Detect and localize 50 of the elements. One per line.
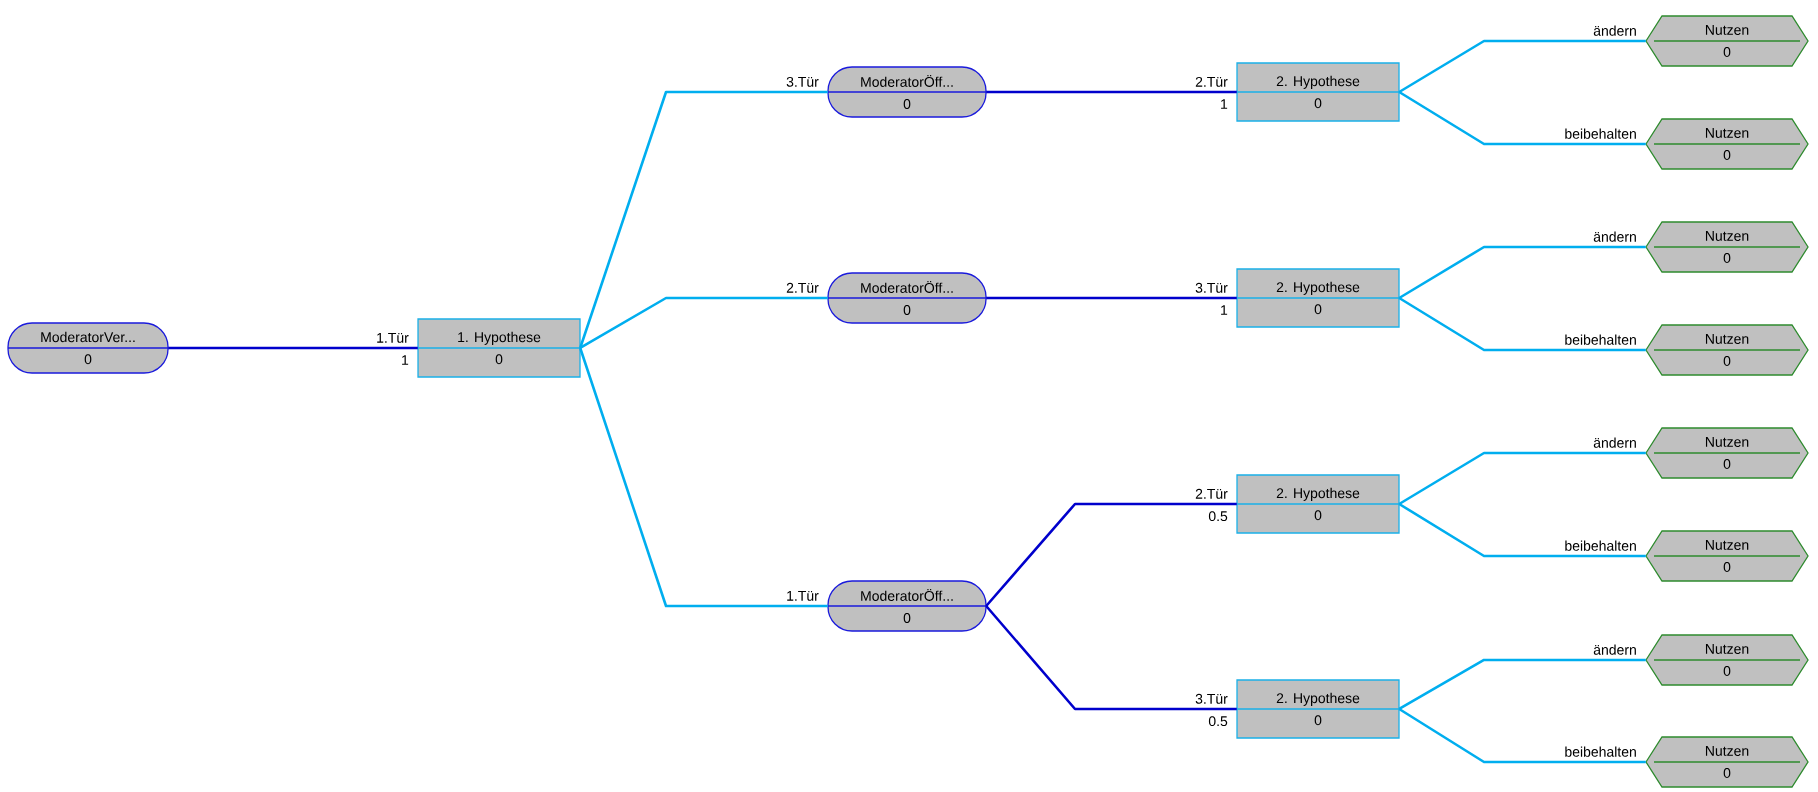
probability-label: 1 [400, 354, 410, 366]
edge-label: ändern [1592, 24, 1638, 37]
branch-line [985, 605, 1237, 711]
branch-line [1398, 658, 1646, 711]
edge-label: 2.Tür [1194, 487, 1229, 500]
branch-line [1398, 90, 1646, 146]
decision-box: 2. Hypothese 0 [1236, 679, 1400, 739]
probability-label: 0.5 [1207, 715, 1229, 728]
utility-hexagon: Nutzen 0 [1645, 15, 1809, 67]
probability-label: 0.5 [1207, 510, 1229, 523]
edge-label: beibehalten [1563, 127, 1638, 140]
branch-line [1398, 245, 1646, 300]
branch-line [578, 90, 828, 349]
edge-label: 3.Tür [1194, 692, 1229, 705]
edge-label: 3.Tür [1194, 281, 1229, 294]
edge-label: 2.Tür [1194, 75, 1229, 88]
utility-hexagon: Nutzen 0 [1645, 221, 1809, 273]
branch-line [1398, 451, 1646, 506]
probability-label: 1 [1219, 98, 1229, 110]
decision-box: 2. Hypothese 0 [1236, 474, 1400, 534]
edge-label: 2.Tür [785, 281, 820, 294]
edge-label: 1.Tür [375, 332, 410, 344]
branch-line [1398, 707, 1646, 764]
edge-label: ändern [1592, 436, 1638, 449]
utility-hexagon: Nutzen 0 [1645, 427, 1809, 479]
utility-hexagon: Nutzen 0 [1645, 736, 1809, 788]
utility-hexagon: Nutzen 0 [1645, 324, 1809, 376]
edge-label: beibehalten [1563, 333, 1638, 346]
branch-line [1398, 502, 1646, 558]
decision-box: 2. Hypothese 0 [1236, 268, 1400, 328]
utility-hexagon: Nutzen 0 [1645, 634, 1809, 686]
branch-line [985, 502, 1237, 607]
edge-label: beibehalten [1563, 745, 1638, 758]
edge-label: ändern [1592, 643, 1638, 656]
branch-line [578, 347, 828, 608]
decision-box: 1. Hypothese 0 [417, 318, 581, 378]
branch-line [1398, 39, 1646, 94]
edge-label: 1.Tür [785, 590, 820, 602]
branch-line [986, 296, 1237, 300]
branch-line [579, 296, 828, 350]
decision-box: 2. Hypothese 0 [1236, 62, 1400, 122]
edge-label: ändern [1592, 230, 1638, 243]
utility-hexagon: Nutzen 0 [1645, 118, 1809, 170]
utility-hexagon: Nutzen 0 [1645, 530, 1809, 582]
edge-label: beibehalten [1563, 539, 1638, 552]
probability-label: 1 [1219, 304, 1229, 316]
branch-line [168, 346, 418, 350]
branch-line [1398, 296, 1646, 352]
edge-label: 3.Tür [785, 75, 820, 88]
branch-line [986, 90, 1237, 94]
